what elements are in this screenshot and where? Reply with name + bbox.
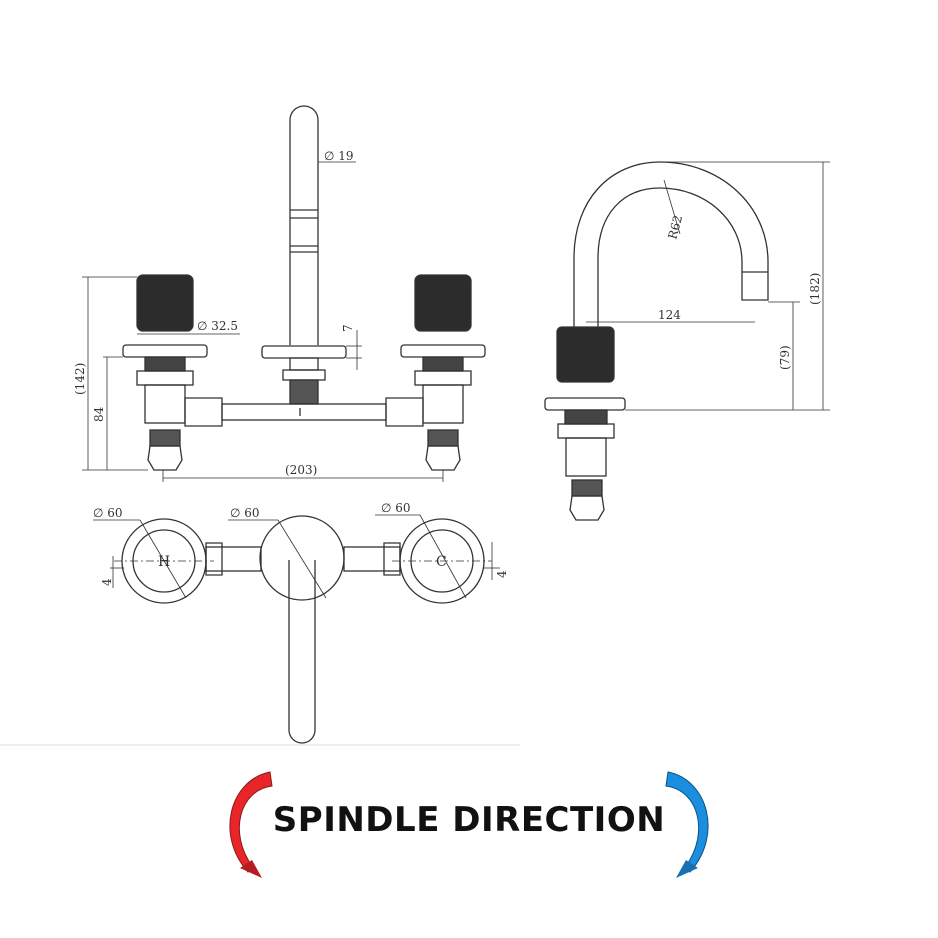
flange-dia-right-label: ∅ 60 <box>381 501 411 515</box>
right-handle <box>414 274 472 332</box>
plan-view: H C <box>114 515 492 744</box>
outlet-height-label: (79) <box>778 345 792 370</box>
spindle-direction-caption: SPINDLE DIRECTION <box>272 800 666 840</box>
body-height-label: 84 <box>92 406 106 422</box>
flange-dia-centre-label: ∅ 60 <box>230 506 260 520</box>
spout-arc <box>573 161 769 327</box>
flange-height-label: 7 <box>341 324 355 332</box>
lever-handle <box>288 560 316 744</box>
offset-left-label: 4 <box>100 578 114 586</box>
flange-dia-left-label: ∅ 60 <box>93 506 123 520</box>
side-elevation <box>544 161 769 521</box>
spout-reach-label: 124 <box>658 308 681 322</box>
clockwise-arrow-icon <box>665 771 709 878</box>
front-elevation <box>122 105 486 471</box>
spout-dia-label: ∅ 19 <box>324 149 354 163</box>
counter-clockwise-arrow-icon <box>229 771 273 878</box>
overall-height-label: (142) <box>73 363 87 395</box>
offset-right-label: 4 <box>495 570 509 578</box>
centres-label: (203) <box>285 463 317 477</box>
spout-radius-label: R62 <box>665 214 685 241</box>
spout-tube <box>289 105 319 345</box>
svg-text:C: C <box>436 554 447 570</box>
spout-overall-height-label: (182) <box>808 273 822 305</box>
connecting-pipe <box>221 403 387 421</box>
centre-flange-plan <box>259 515 345 601</box>
left-handle <box>136 274 194 332</box>
handle-dia-label: ∅ 32.5 <box>197 319 238 333</box>
